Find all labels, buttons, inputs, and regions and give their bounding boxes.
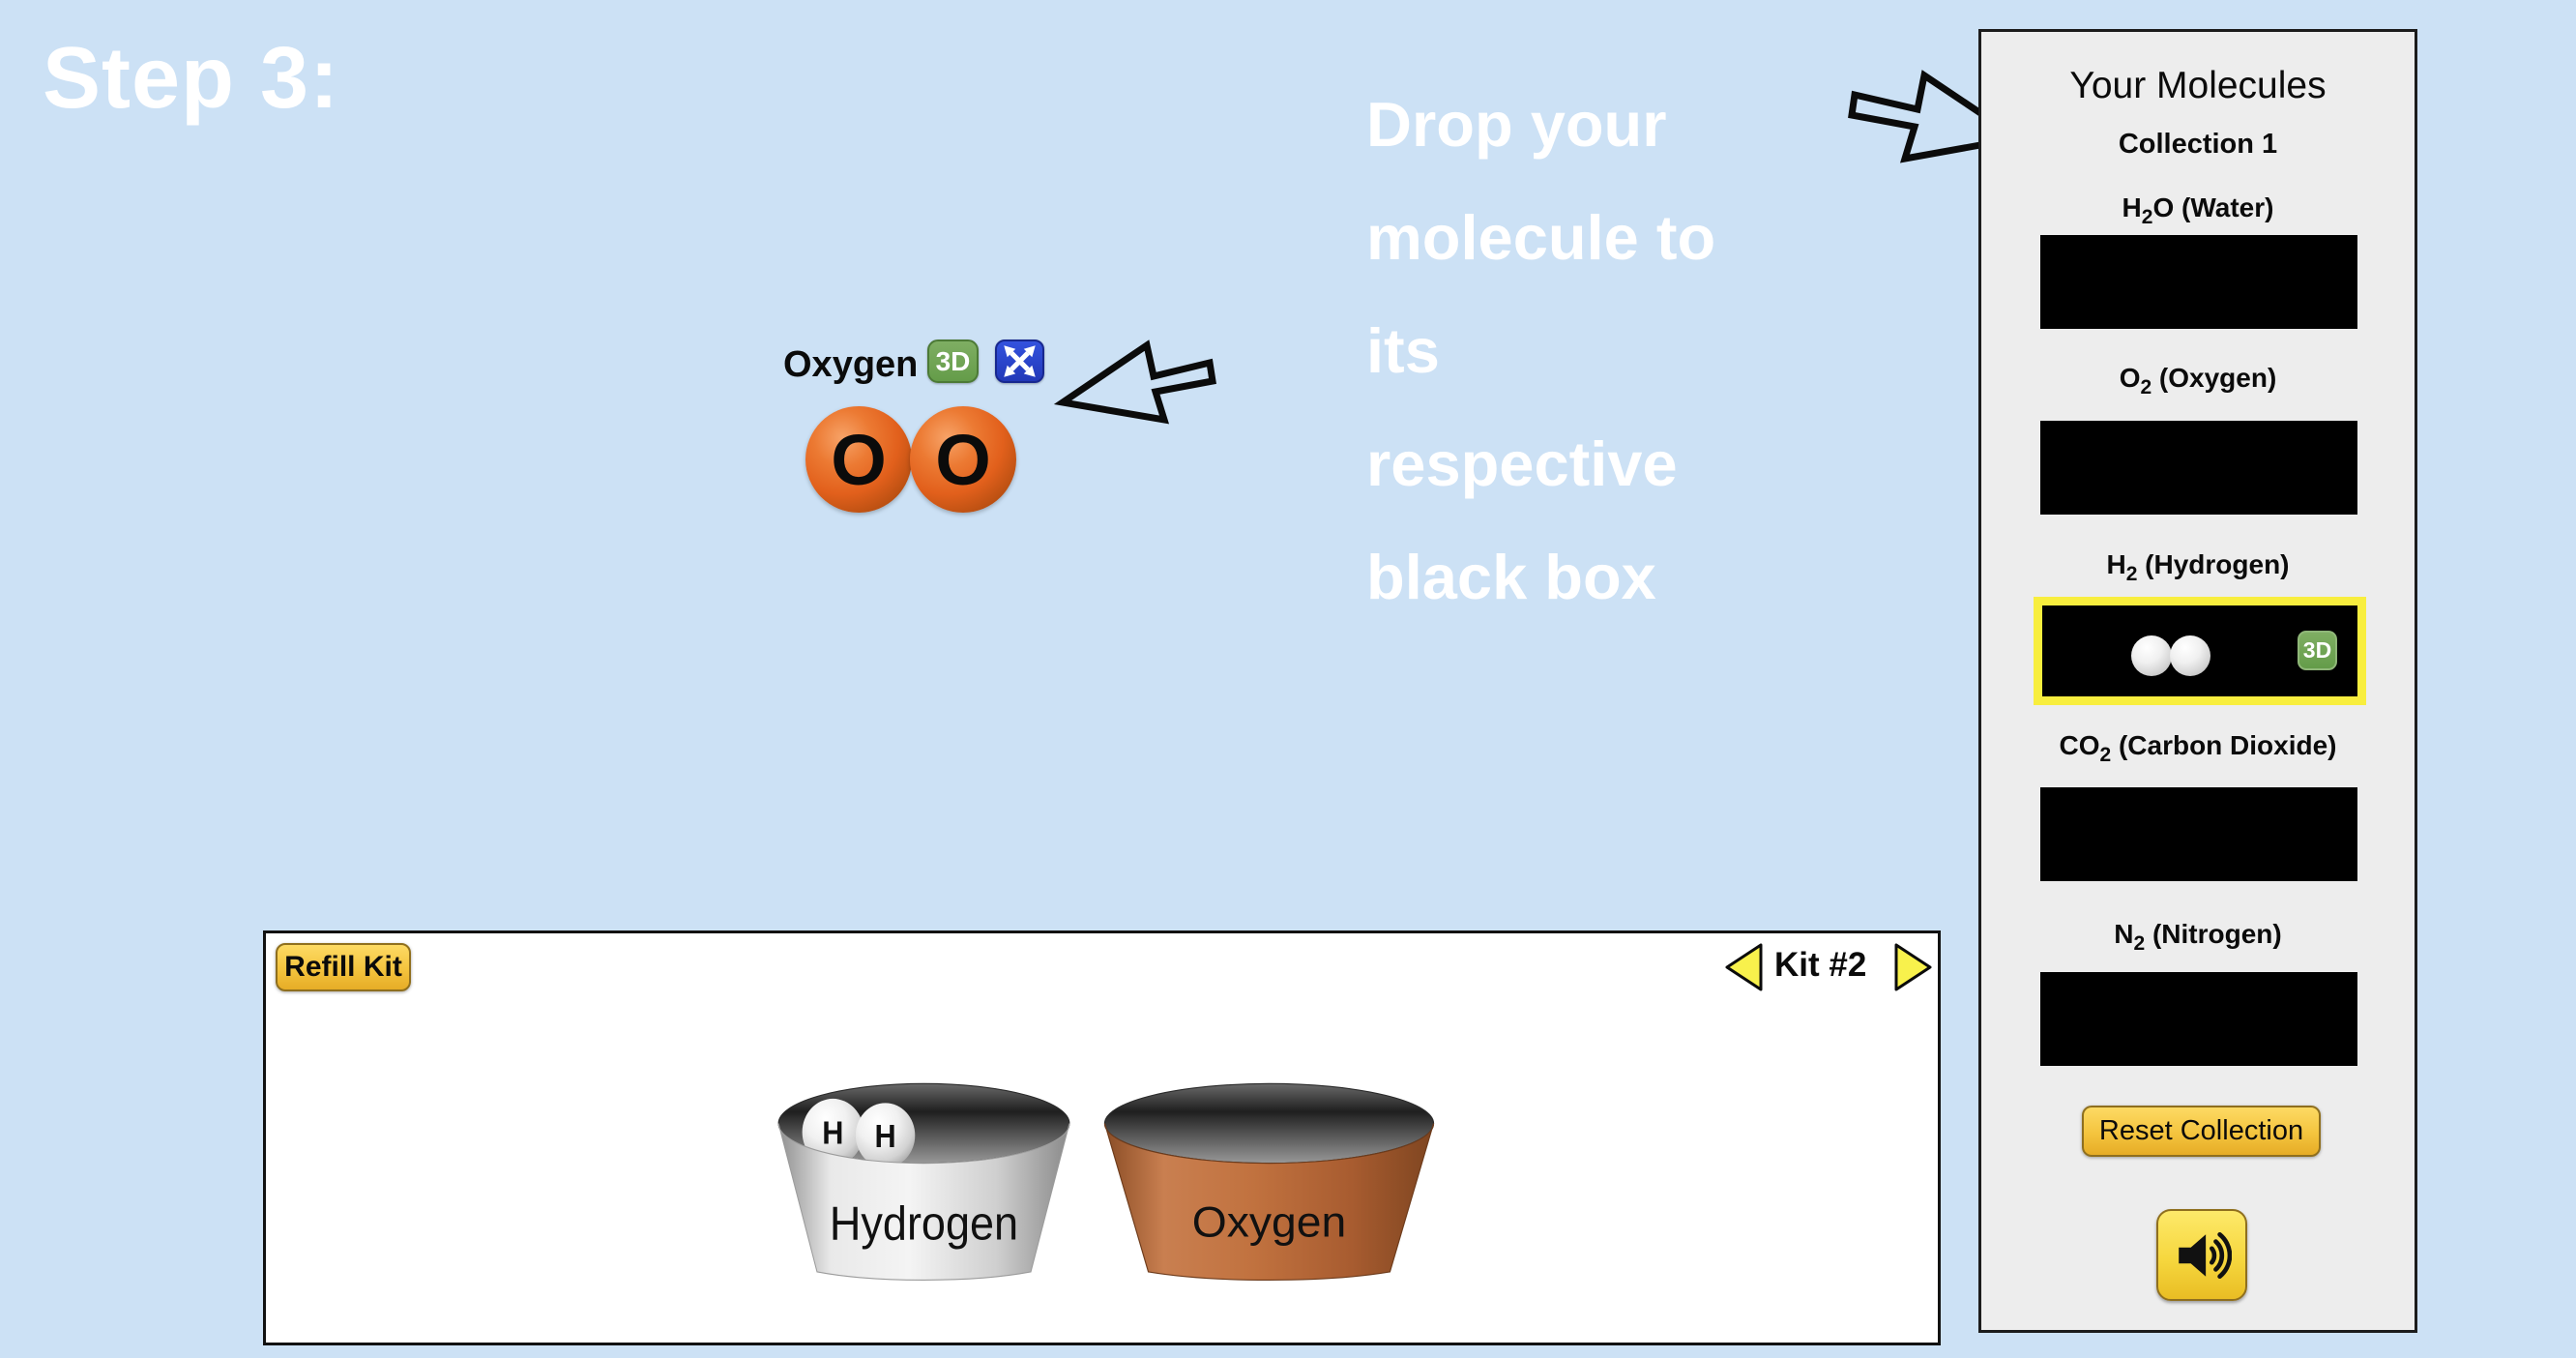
slot-label-n2: N2 (Nitrogen): [2114, 919, 2282, 955]
kit-number-label: Kit #2: [1774, 946, 1867, 984]
slot-label-o2: O2 (Oxygen): [2119, 363, 2277, 399]
slot-label-h2o: H2O (Water): [2122, 192, 2274, 228]
bucket-front: [777, 1123, 1070, 1281]
bucket-label: Hydrogen: [830, 1196, 1018, 1250]
expand-arrows-icon: [1004, 345, 1036, 377]
oxygen-atom[interactable]: O: [910, 406, 1016, 513]
collection-box-co2[interactable]: [2040, 787, 2357, 881]
kit-play-area: Refill Kit Kit #2: [263, 930, 1941, 1345]
previous-kit-arrow-icon[interactable]: [1723, 942, 1764, 992]
collection-box-n2[interactable]: [2040, 972, 2357, 1066]
panel-title: Your Molecules: [2069, 65, 2327, 106]
hydrogen-atom-in-bucket[interactable]: H: [855, 1103, 916, 1168]
h2-molecule-atom: [2170, 635, 2210, 676]
reset-collection-button[interactable]: Reset Collection: [2082, 1106, 2321, 1157]
sound-toggle-button[interactable]: [2156, 1209, 2247, 1301]
step-title: Step 3:: [43, 30, 340, 127]
slot-label-h2: H2 (Hydrogen): [2106, 549, 2290, 585]
h2-molecule-atom: [2131, 635, 2172, 676]
bucket-label: Oxygen: [1192, 1197, 1346, 1246]
speaker-icon: [2179, 1231, 2232, 1279]
instruction-line: Drop your: [1366, 89, 1667, 160]
collection-box-h2o[interactable]: [2040, 235, 2357, 329]
bucket-opening: [1103, 1082, 1435, 1165]
bucket-front: [1103, 1123, 1435, 1281]
instruction-line: black box: [1366, 542, 1656, 612]
refill-kit-button[interactable]: Refill Kit: [276, 943, 411, 991]
oxygen-atom[interactable]: O: [805, 406, 912, 513]
break-apart-button[interactable]: [995, 340, 1044, 383]
molecule-name-label: Oxygen: [783, 344, 919, 385]
instruction-text: Drop your molecule to its respective bla…: [1366, 68, 1792, 634]
instruction-line: molecule to: [1366, 202, 1716, 273]
svg-text:H: H: [822, 1114, 843, 1150]
hydrogen-bucket[interactable]: H H Hydrogen: [776, 1080, 1072, 1301]
instruction-line: its: [1366, 315, 1440, 386]
svg-text:H: H: [875, 1118, 896, 1154]
collection-box-h2[interactable]: 3D: [2034, 597, 2366, 705]
next-kit-arrow-icon[interactable]: [1893, 942, 1934, 992]
collection-number-label: Collection 1: [2118, 129, 2278, 160]
your-molecules-panel: Your Molecules Collection 1 H2O (Water) …: [1978, 29, 2417, 1333]
slot-label-co2: CO2 (Carbon Dioxide): [2059, 730, 2337, 766]
collection-box-o2[interactable]: [2040, 421, 2357, 515]
show-3d-button[interactable]: 3D: [927, 340, 979, 383]
show-3d-button-h2[interactable]: 3D: [2298, 631, 2337, 670]
hydrogen-atom-in-bucket[interactable]: H: [802, 1098, 864, 1166]
instruction-line: respective: [1366, 428, 1678, 499]
annotation-arrow-to-molecule-icon: [1053, 340, 1216, 425]
oxygen-bucket[interactable]: Oxygen: [1101, 1080, 1437, 1301]
annotation-arrow-to-panel-icon: [1848, 70, 2028, 163]
